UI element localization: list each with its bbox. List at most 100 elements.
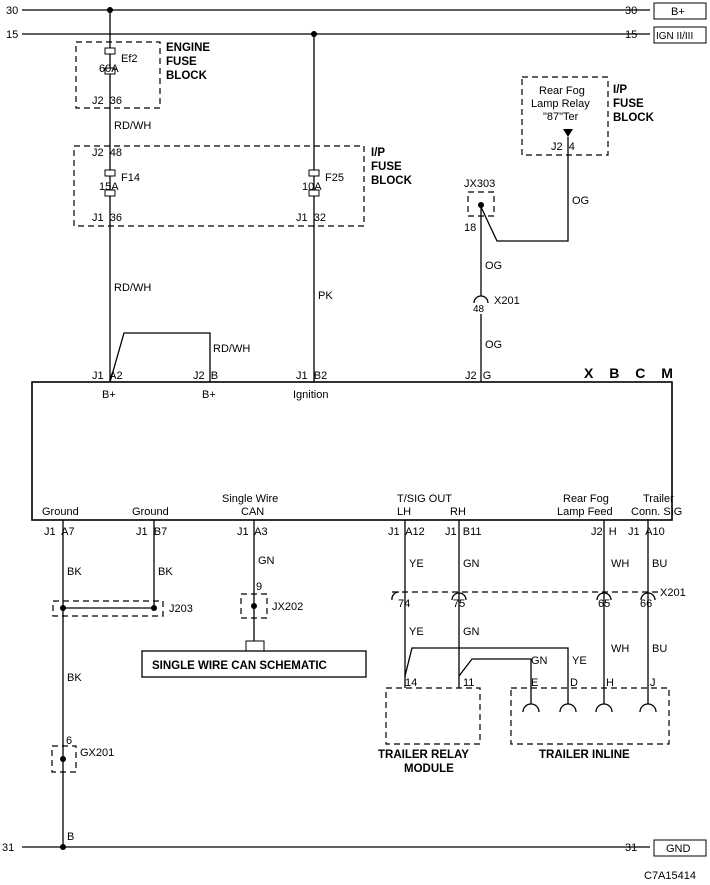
power-rail-15: 15 15 IGN II/III (6, 26, 707, 44)
wire-rdwh-2: RD/WH (114, 282, 151, 294)
x201-pin-66: 66 (640, 598, 652, 610)
trailer-inline-label: TRAILER INLINE (539, 749, 630, 761)
pin-g: J2 G (465, 370, 491, 382)
pin-b2: J1 B2 (296, 370, 327, 382)
wire-og-2: OG (485, 260, 502, 272)
rail-30-right-label: 30 (625, 5, 637, 17)
trailer-relay-label-1: TRAILER RELAY (378, 749, 469, 761)
xbcm-module: X B C M J1 A2 B+ J2 B B+ J1 B2 Ignition … (31, 365, 682, 538)
pin-a7: J1 A7 (44, 526, 75, 538)
gx201-splice: 6 GX201 (51, 735, 114, 773)
wire-wh-1: WH (611, 558, 629, 570)
wire-og-1: OG (572, 195, 589, 207)
f14-pin: J1 36 (92, 212, 122, 224)
rail-30-left-label: 30 (6, 5, 18, 17)
gx201-label: GX201 (80, 747, 114, 759)
xbcm-title: X B C M (584, 365, 679, 381)
wire-ye-2: YE (409, 626, 424, 638)
label-trailer-1: Trailer (643, 493, 674, 505)
figure-code: C7A15414 (644, 870, 696, 882)
x201-connector-48: 48 X201 (473, 295, 520, 315)
pin-b2-label: Ignition (293, 389, 328, 401)
wire-gn-1: GN (258, 555, 275, 567)
single-wire-can-schematic-box[interactable]: SINGLE WIRE CAN SCHEMATIC (141, 650, 367, 678)
ip-top-pin: J2 48 (92, 147, 122, 159)
inline-pin-h: H (606, 677, 614, 689)
engine-fuse-title-2: FUSE (166, 56, 197, 68)
pin-b11: J1 B11 (445, 526, 482, 538)
x201-pin-65: 65 (598, 598, 610, 610)
ef2-fuse-rating: 60A (99, 63, 119, 75)
label-ground-2: Ground (132, 506, 169, 518)
wire-rdwh-3: RD/WH (213, 343, 250, 355)
label-fog-2: Lamp Feed (557, 506, 613, 518)
jx202-label: JX202 (272, 601, 303, 613)
jx303-label: JX303 (464, 178, 495, 190)
label-ground-1: Ground (42, 506, 79, 518)
trailer-relay-label-2: MODULE (404, 763, 454, 775)
relay-pin-14: 14 (405, 677, 417, 689)
rear-fog-relay-pin: J2 4 (551, 141, 575, 153)
rail-31-left-label: 31 (2, 842, 14, 854)
jx303-splice: JX303 18 (464, 178, 495, 234)
wire-gn-3: GN (463, 626, 480, 638)
wire-ye-1: YE (409, 558, 424, 570)
wire-ye-4: YE (572, 655, 587, 667)
ign-tag: IGN II/III (656, 31, 693, 42)
trailer-inline-connector: E D H J TRAILER INLINE (510, 677, 670, 761)
wire-bk-3: BK (67, 672, 82, 684)
pin-a3: J1 A3 (237, 526, 268, 538)
x201-pin-74: 74 (398, 598, 410, 610)
wire-pk: PK (318, 290, 333, 302)
wire-rdwh-1: RD/WH (114, 120, 151, 132)
rear-fog-relay-line3: "87"Ter (543, 111, 579, 123)
b-plus-tag: B+ (671, 6, 685, 18)
single-wire-can-schematic-link[interactable]: SINGLE WIRE CAN SCHEMATIC (152, 660, 327, 672)
pin-a12: J1 A12 (388, 526, 425, 538)
inline-pin-e: E (531, 677, 538, 689)
f25-pin: J1 32 (296, 212, 326, 224)
label-fog-1: Rear Fog (563, 493, 609, 505)
engine-fuse-title-3: BLOCK (166, 70, 208, 82)
pin-a2: J1 A2 (92, 370, 123, 382)
label-tsig: T/SIG OUT (397, 493, 452, 505)
ip-fuse-title-1: I/P (371, 147, 385, 159)
j203-label: J203 (169, 603, 193, 615)
rear-fog-relay-line2: Lamp Relay (531, 98, 590, 110)
jx303-pin: 18 (464, 222, 476, 234)
rail-15-left-label: 15 (6, 29, 18, 41)
label-swcan-2: CAN (241, 506, 264, 518)
rear-fog-block-title-3: BLOCK (613, 112, 655, 124)
ground-rail-31: 31 31 GND (2, 839, 707, 857)
trailer-relay-module: 14 11 TRAILER RELAY MODULE (378, 677, 481, 775)
ip-fuse-block: J2 48 F14 15A J1 36 F25 10A J1 32 I/P FU… (73, 31, 413, 227)
gx201-pin: 6 (66, 735, 72, 747)
pin-a10: J1 A10 (628, 526, 665, 538)
x201-connector-multi: 74 75 65 66 X201 (391, 587, 686, 610)
wire-gn-4: GN (531, 655, 548, 667)
rear-fog-block-title-1: I/P (613, 84, 627, 96)
pin-b7: J1 B7 (136, 526, 167, 538)
ef2-pin: J2 36 (92, 95, 122, 107)
x201-pin-75: 75 (453, 598, 465, 610)
wire-og-3: OG (485, 339, 502, 351)
inline-pin-j: J (650, 677, 656, 689)
f14-fuse-id: F14 (121, 172, 140, 184)
rear-fog-relay-line1: Rear Fog (539, 85, 585, 97)
x201-label-2: X201 (660, 587, 686, 599)
wire-bk-1: BK (67, 566, 82, 578)
wire-bu-1: BU (652, 558, 667, 570)
ip-fuse-title-2: FUSE (371, 161, 402, 173)
pin-a2-label: B+ (102, 389, 116, 401)
x201-label-1: X201 (494, 295, 520, 307)
wire-bu-2: BU (652, 643, 667, 655)
ef2-fuse-id: Ef2 (121, 53, 138, 65)
wire-wh-2: WH (611, 643, 629, 655)
jx202-pin: 9 (256, 581, 262, 593)
ground-pin-b: B (67, 831, 74, 843)
j203-splice: J203 (52, 600, 193, 617)
wire-gn-2: GN (463, 558, 480, 570)
label-swcan-1: Single Wire (222, 493, 278, 505)
wire-bk-2: BK (158, 566, 173, 578)
